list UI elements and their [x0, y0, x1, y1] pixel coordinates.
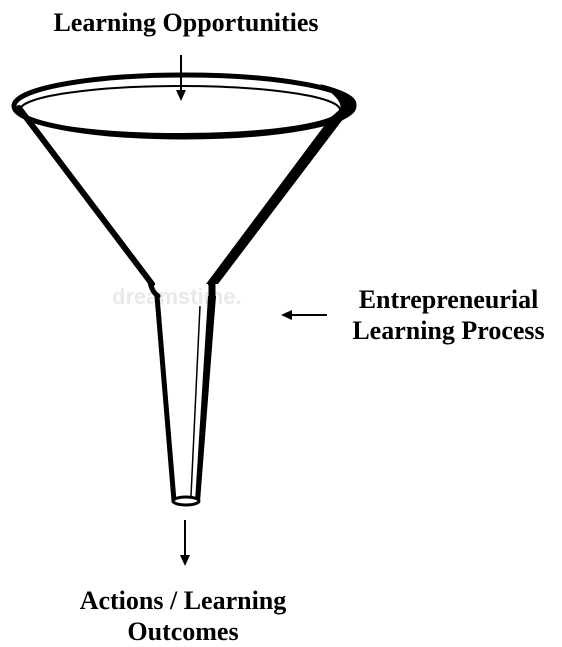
- process-label: Entrepreneurial Learning Process: [335, 284, 562, 346]
- input-label: Learning Opportunities: [53, 8, 319, 37]
- process-label-line-2: Learning Process: [352, 316, 545, 345]
- funnel-spout-inner-line: [190, 305, 201, 497]
- process-label-line-1: Entrepreneurial: [358, 285, 539, 314]
- funnel-spout-tip: [171, 495, 201, 507]
- output-label: Actions / Learning Outcomes: [30, 585, 336, 647]
- funnel-spout-right-wall: [195, 296, 216, 502]
- input-arrow: [176, 55, 186, 101]
- output-arrow: [180, 520, 190, 566]
- process-arrow: [281, 310, 327, 320]
- funnel-rim-outer: [11, 72, 357, 140]
- watermark-text: dreamstime.: [112, 284, 242, 309]
- funnel-rim-thick-right: [320, 84, 357, 126]
- funnel-cone-right-wall: [208, 110, 344, 286]
- funnel-cone-left-wall: [16, 105, 155, 287]
- output-label-line-1: Actions / Learning: [79, 586, 287, 615]
- output-label-line-2: Outcomes: [127, 617, 239, 646]
- funnel-spout-left-wall: [154, 293, 177, 504]
